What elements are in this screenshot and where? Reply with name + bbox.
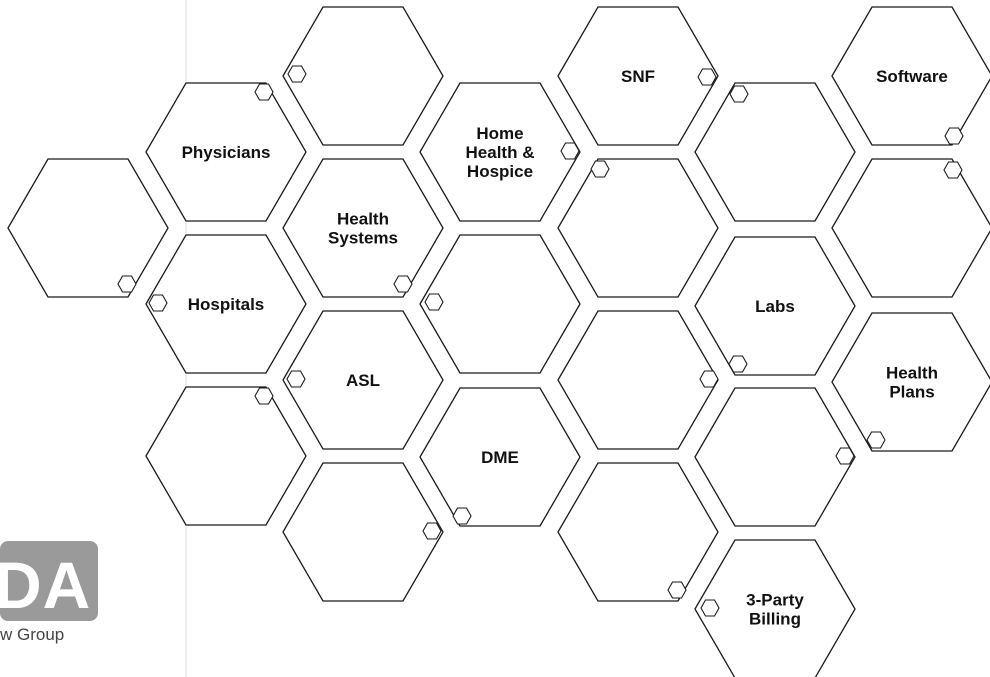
hexagon-shape[interactable] (694, 539, 856, 677)
hexagon-blank-3 (282, 6, 444, 146)
connector-marker-icon (835, 447, 855, 465)
hexagon-label: SNF (621, 67, 655, 86)
logo-mark (0, 541, 98, 621)
hexagon-shape (282, 6, 444, 146)
logo-subtitle: w Group (0, 625, 64, 644)
hexagon-shape (694, 387, 856, 527)
hexagon-shape[interactable] (694, 236, 856, 376)
hexagon-shape (557, 462, 719, 602)
hexagon-layer: PhysiciansHospitalsHealthSystemsASLHomeH… (7, 6, 990, 677)
hexagon-label: ASL (346, 371, 380, 390)
hexagon-label: DME (481, 448, 519, 467)
hexagon-label: Systems (328, 229, 398, 248)
connector-markers (117, 65, 964, 617)
hexagon-shape (557, 310, 719, 450)
hexagon-shape (145, 386, 307, 526)
hexagon-shape[interactable] (419, 82, 581, 222)
hexagon-label: Health & (466, 143, 535, 162)
hexagon-blank-2 (145, 386, 307, 526)
hexagon-label: Software (876, 67, 948, 86)
hexagon-shape (694, 82, 856, 222)
connector-marker-icon (590, 160, 610, 178)
connector-marker-icon (700, 599, 720, 617)
hexagon-blank-8 (557, 462, 719, 602)
connector-marker-icon (699, 370, 719, 388)
logo-mark-text: DA (0, 548, 91, 622)
hexagon-label: Plans (889, 383, 934, 402)
hexagon-labs[interactable]: Labs (694, 236, 856, 376)
connector-marker-icon (866, 431, 886, 449)
connector-marker-icon (393, 275, 413, 293)
hexagon-snf[interactable]: SNF (557, 6, 719, 146)
hexagon-shape (831, 158, 990, 298)
logo: DA w Group (0, 541, 98, 644)
hexagon-label: Health (337, 210, 389, 229)
hexagon-shape[interactable] (282, 310, 444, 450)
hexagon-dme[interactable]: DME (419, 387, 581, 527)
hexagon-software[interactable]: Software (831, 6, 990, 146)
hexagon-hospitals[interactable]: Hospitals (145, 234, 307, 374)
connector-marker-icon (117, 275, 137, 293)
hexagon-label: Health (886, 364, 938, 383)
hexagon-shape[interactable] (282, 158, 444, 298)
connector-marker-icon (943, 161, 963, 179)
connector-marker-icon (287, 65, 307, 83)
hexagon-shape[interactable] (831, 6, 990, 146)
hexagon-label: Labs (755, 297, 795, 316)
hexagon-label: Billing (749, 610, 801, 629)
connector-marker-icon (254, 387, 274, 405)
connector-marker-icon (424, 293, 444, 311)
hexagon-label: 3-Party (746, 591, 804, 610)
hexagon-blank-4 (282, 462, 444, 602)
hexagon-blank-6 (557, 158, 719, 298)
connector-marker-icon (148, 294, 168, 312)
connector-marker-icon (254, 83, 274, 101)
connector-marker-icon (286, 370, 306, 388)
hexagon-shape[interactable] (145, 82, 307, 222)
hexagon-label: Physicians (182, 143, 271, 162)
connector-marker-icon (560, 142, 580, 160)
hexagon-asl[interactable]: ASL (282, 310, 444, 450)
hexagon-physicians[interactable]: Physicians (145, 82, 307, 222)
connector-marker-icon (422, 522, 442, 540)
hexagon-blank-10 (694, 387, 856, 527)
hexagon-shape[interactable] (419, 387, 581, 527)
hexagon-shape (557, 158, 719, 298)
hexagon-blank-7 (557, 310, 719, 450)
hexagon-blank-11 (831, 158, 990, 298)
hexagon-blank-9 (694, 82, 856, 222)
hexagon-shape[interactable] (831, 312, 990, 452)
connector-marker-icon (697, 68, 717, 86)
hexagon-label: Hospice (467, 162, 533, 181)
connector-marker-icon (729, 85, 749, 103)
hexagon-shape (282, 462, 444, 602)
hexagon-label: Hospitals (188, 295, 265, 314)
hexagon-shape (419, 234, 581, 374)
connector-marker-icon (667, 581, 687, 599)
hexagon-label: Home (476, 124, 523, 143)
connector-marker-icon (452, 507, 472, 525)
connector-marker-icon (728, 355, 748, 373)
hexagon-blank-5 (419, 234, 581, 374)
hexagon-shape[interactable] (145, 234, 307, 374)
hexagon-shape[interactable] (557, 6, 719, 146)
hexagon-blank-1 (7, 158, 169, 298)
connector-marker-icon (944, 127, 964, 145)
hexagon-shape (7, 158, 169, 298)
